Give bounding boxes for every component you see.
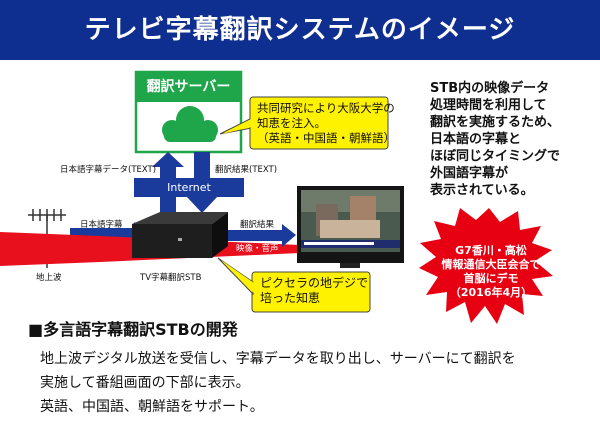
stb-device <box>132 212 228 258</box>
side-line: 翻訳を実施するため、 <box>430 115 561 130</box>
demo-burst-text: G7香川・高松 情報通信大臣会合で 首脳にデモ （2016年4月） <box>432 244 550 300</box>
server-label: 翻訳サーバー <box>136 72 241 102</box>
callout-research-line: 知恵を注入。 <box>257 116 326 130</box>
demo-burst <box>419 208 553 324</box>
burst-line: G7香川・高松 <box>455 244 527 257</box>
callout-research <box>219 96 389 150</box>
section-title: ■多言語字幕翻訳STBの開発 <box>28 320 238 339</box>
callout-kyocera-line: ピクセラの地デジで <box>260 276 369 290</box>
side-line: 処理時間を利用して <box>430 98 547 113</box>
label-download: 翻訳結果(TEXT) <box>215 165 278 175</box>
cloud-icon <box>162 106 218 142</box>
side-explanation: STB内の映像データ 処理時間を利用して 翻訳を実施するため、 日本語の字幕と … <box>430 80 560 199</box>
callout-kyocera <box>217 257 371 313</box>
title-bar <box>0 0 600 60</box>
description-line: 実施して番組画面の下部に表示。 <box>40 375 250 391</box>
burst-line: 情報通信大臣会合で <box>441 258 541 271</box>
callout-kyocera-line: 培った知恵 <box>260 291 321 305</box>
label-translation-result: 翻訳結果 <box>240 220 275 230</box>
label-jp-subtitle: 日本語字幕 <box>80 220 123 230</box>
tv-screen <box>297 186 404 268</box>
page-title: テレビ字幕翻訳システムのイメージ <box>84 15 516 45</box>
side-line: ほぼ同じタイミングで <box>430 149 561 164</box>
callout-research-text: 共同研究により大阪大学の 知恵を注入。 （英語・中国語・朝鮮語） <box>257 101 395 146</box>
side-line: STB内の映像データ <box>430 81 550 96</box>
label-stb: TV字幕翻訳STB <box>140 273 202 283</box>
description-line: 英語、中国語、朝鮮語をサポート。 <box>40 399 264 415</box>
label-internet: Internet <box>167 181 211 194</box>
label-terrestrial: 地上波 <box>36 273 62 283</box>
side-line: 外国語字幕が <box>430 166 509 181</box>
callout-research-line: 共同研究により大阪大学の <box>257 101 395 115</box>
callout-kyocera-text: ピクセラの地デジで 培った知恵 <box>260 276 368 306</box>
stb-to-tv-arrow <box>228 224 296 247</box>
description-line: 地上波デジタル放送を受信し、字幕データを取り出し、サーバーにて翻訳を <box>40 351 516 367</box>
side-line: 日本語の字幕と <box>430 132 522 147</box>
callout-research-line: （英語・中国語・朝鮮語） <box>257 131 395 145</box>
label-upload: 日本語字幕データ(TEXT) <box>60 165 157 175</box>
burst-line: 首脳にデモ <box>463 272 519 285</box>
side-line: 表示されている。 <box>430 183 534 198</box>
internet-bar <box>134 178 244 197</box>
burst-line: （2016年4月） <box>449 286 533 299</box>
label-video-audio: 映像・音声 <box>236 244 279 254</box>
